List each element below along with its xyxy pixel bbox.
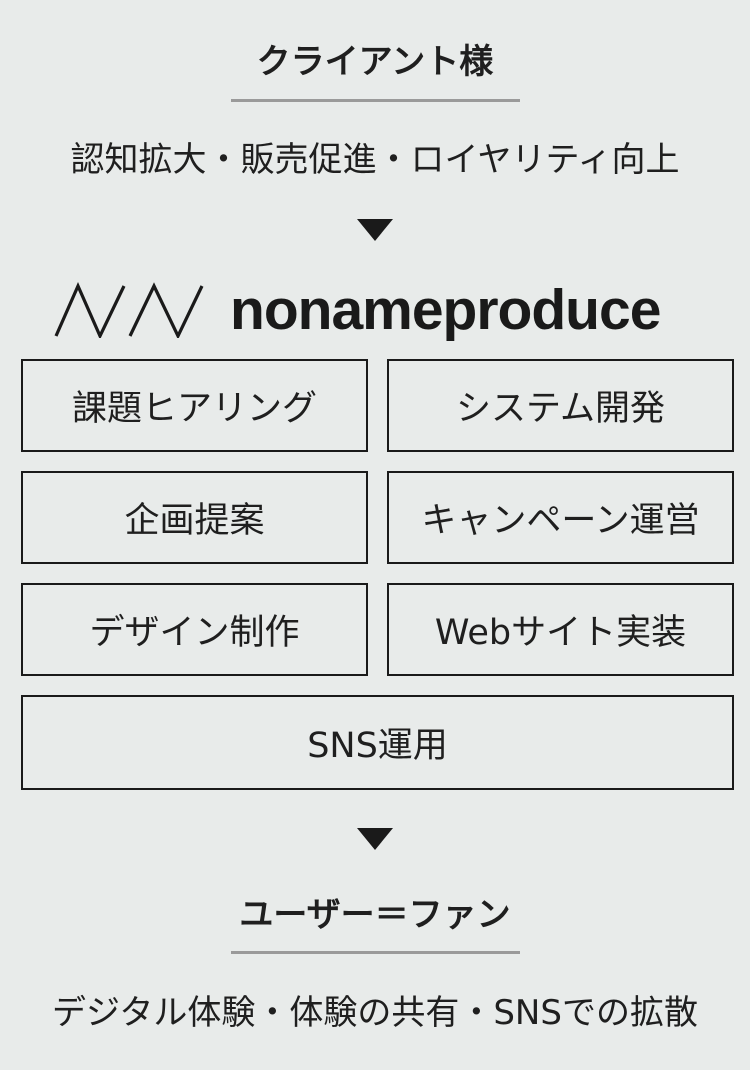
user-heading-divider: [231, 951, 520, 954]
service-box-design: デザイン制作: [21, 583, 368, 676]
zigzag-logo-icon: [54, 282, 204, 338]
client-heading-divider: [231, 99, 520, 102]
brand: nonameproduce: [54, 278, 661, 342]
client-heading: クライアント様: [256, 42, 494, 82]
service-box-sns: SNS運用: [21, 695, 734, 790]
service-box-web-implementation: Webサイト実装: [387, 583, 734, 676]
brand-name: nonameproduce: [230, 278, 661, 342]
service-box-planning: 企画提案: [21, 471, 368, 564]
client-goals-text: 認知拡大・販売促進・ロイヤリティ向上: [70, 140, 680, 180]
service-box-campaign: キャンペーン運営: [387, 471, 734, 564]
user-heading: ユーザー＝ファン: [239, 895, 511, 935]
service-box-hearing: 課題ヒアリング: [21, 359, 368, 452]
down-arrow-icon: [357, 828, 393, 850]
service-box-system-development: システム開発: [387, 359, 734, 452]
user-experience-text: デジタル体験・体験の共有・SNSでの拡散: [52, 993, 698, 1033]
down-arrow-icon: [357, 219, 393, 241]
